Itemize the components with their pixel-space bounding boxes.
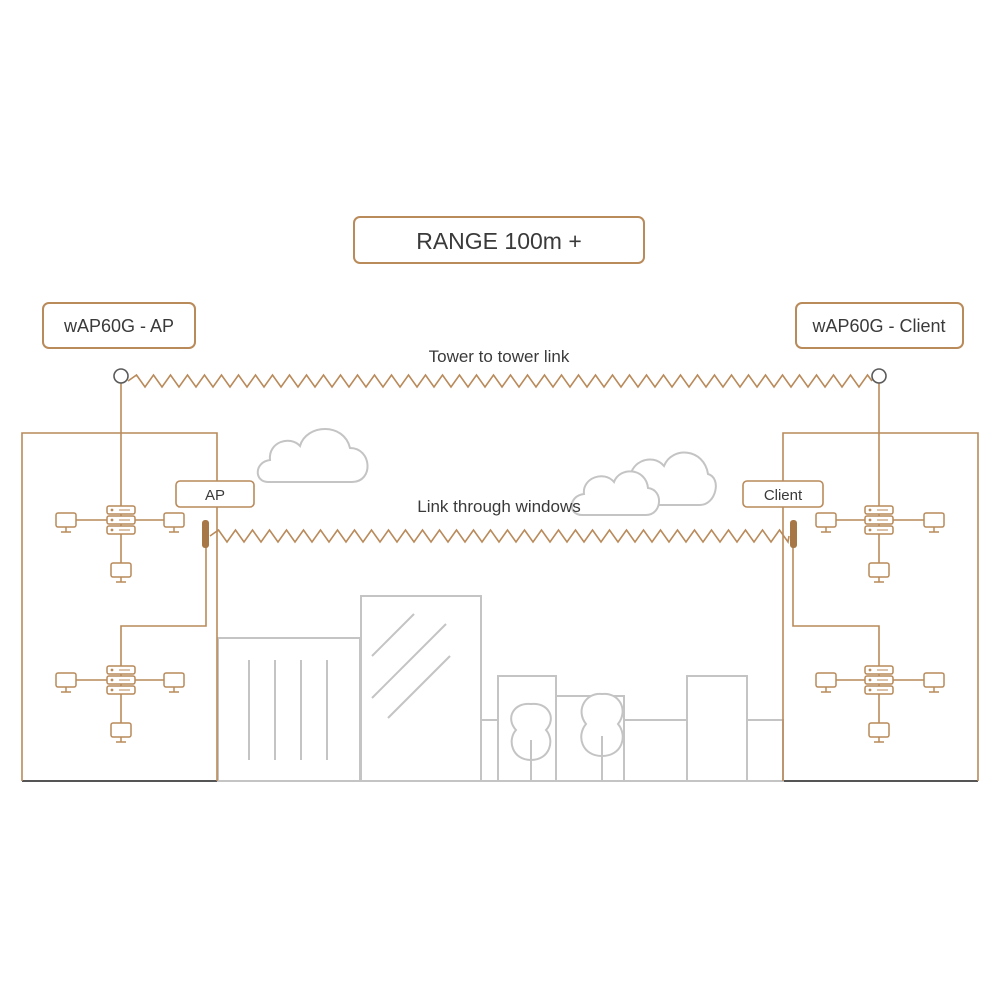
floor-network-ap-bottom [55,664,185,743]
ap-window-label: AP [175,480,255,508]
antenna-ap-icon [113,368,129,384]
range-label: RANGE 100m + [353,216,645,264]
client-device-text: wAP60G - Client [811,316,945,336]
client-window-text: Client [764,487,803,504]
window-link-zigzag [209,528,790,545]
ap-device-text: wAP60G - AP [63,316,174,336]
cloud-icon [570,470,660,516]
cloud-icon [256,428,369,483]
ap-device-label: wAP60G - AP [42,302,196,349]
building-ap [21,383,218,781]
city-skyline [22,428,978,782]
building-striped [217,637,361,782]
floor-network-ap-top [55,505,185,583]
tower-link-zigzag [127,373,873,389]
floor-network-client-top [815,505,945,583]
tree-left [510,702,552,781]
range-title: RANGE 100m + [416,228,582,254]
ap-window-text: AP [205,487,225,504]
client-window-label: Client [742,480,824,508]
antenna-client-icon [871,368,887,384]
client-device-label: wAP60G - Client [795,302,964,349]
window-ap-device-icon [202,520,209,548]
window-link-label: Link through windows [417,497,580,516]
tower-link-label: Tower to tower link [429,347,570,366]
building-client [782,383,979,781]
building-glass [360,595,482,782]
tree-right [580,692,624,781]
window-client-device-icon [790,520,797,548]
floor-network-client-bottom [815,664,945,743]
